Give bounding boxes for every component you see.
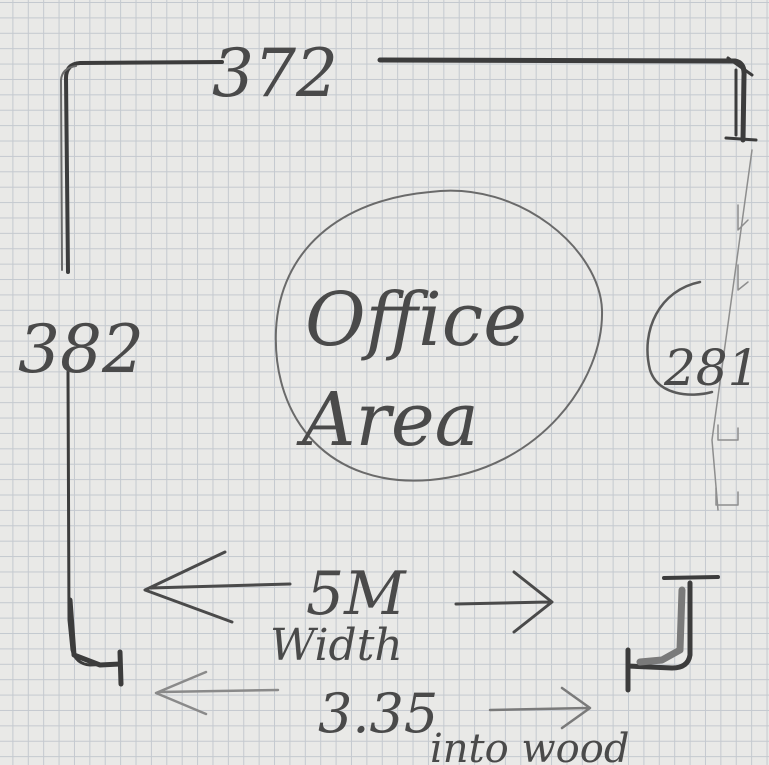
bottom-right-shading bbox=[636, 586, 686, 666]
width-value-label: 5M bbox=[306, 559, 407, 629]
top-wall-left bbox=[64, 60, 224, 274]
window-mark bbox=[737, 264, 749, 291]
right-dimension-circle bbox=[646, 280, 714, 396]
office-area-label-line2: Area bbox=[296, 377, 479, 463]
top-wall-left-shadow bbox=[60, 65, 77, 271]
width-annotation: 5M Width bbox=[143, 550, 554, 671]
office-area-label-line1: Office bbox=[305, 277, 527, 363]
bottom-left-corner bbox=[67, 597, 124, 687]
width-arrow-left bbox=[143, 550, 292, 624]
width-word-label: Width bbox=[270, 620, 403, 671]
window-mark bbox=[737, 204, 749, 231]
depth-arrow-right bbox=[488, 686, 592, 730]
bottom-right-top-tick bbox=[662, 575, 720, 580]
window-mark bbox=[715, 487, 739, 506]
office-area-circle bbox=[274, 189, 604, 482]
top-dimension-label: 372 bbox=[212, 35, 338, 112]
depth-annotation: 3.35 into wood bbox=[154, 670, 629, 765]
room-outline bbox=[60, 56, 758, 693]
bottom-right-corner bbox=[625, 580, 693, 693]
depth-arrow-left bbox=[154, 670, 280, 716]
right-side-marks bbox=[711, 149, 753, 511]
office-area-group: Office Area bbox=[274, 189, 604, 482]
right-wall-faint-line bbox=[711, 149, 753, 511]
left-dimension-label: 382 bbox=[18, 311, 144, 388]
right-dimension-group: 281 bbox=[646, 280, 759, 397]
width-arrow-right bbox=[454, 570, 554, 634]
window-mark bbox=[717, 424, 739, 441]
top-right-corner-mark bbox=[724, 56, 758, 142]
top-wall-right bbox=[377, 57, 747, 143]
left-wall-lower bbox=[66, 370, 114, 667]
right-dimension-label: 281 bbox=[663, 339, 759, 397]
depth-value-label: 3.35 bbox=[318, 682, 438, 745]
depth-note-label: into wood bbox=[430, 726, 629, 765]
